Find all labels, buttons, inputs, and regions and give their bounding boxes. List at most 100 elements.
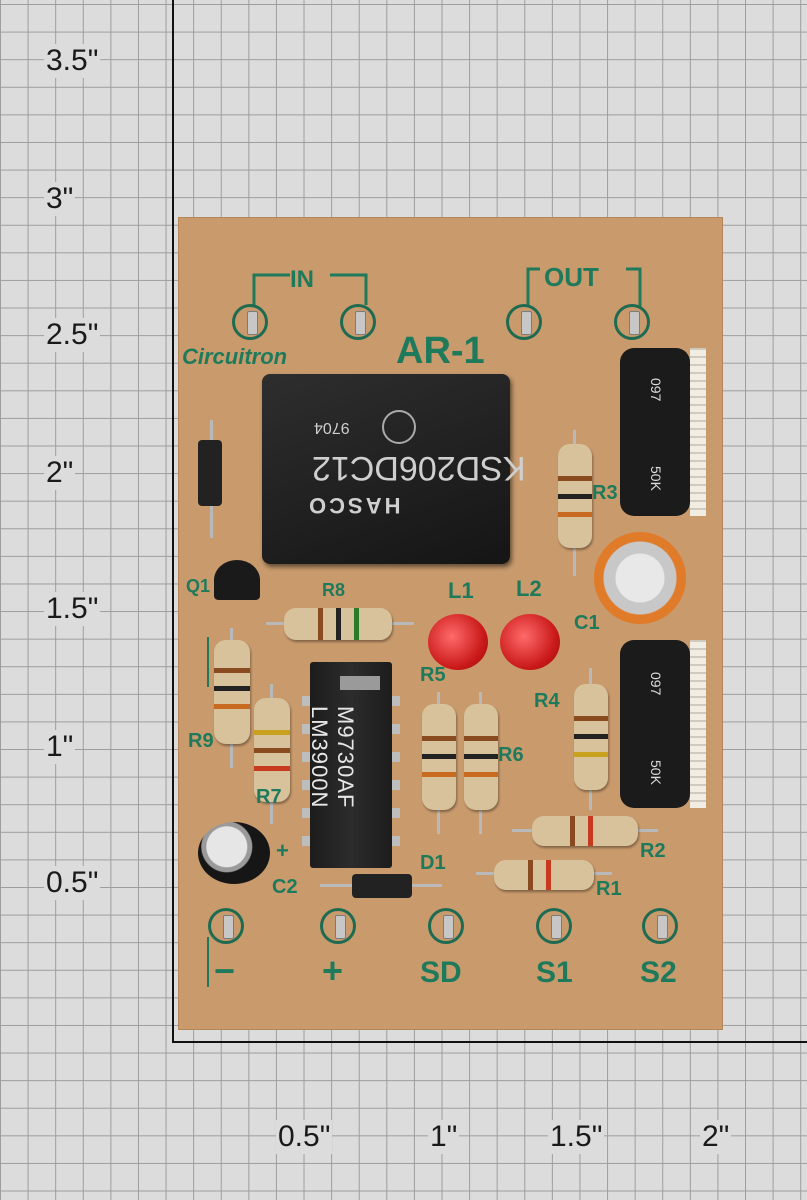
silk-c2: C2 xyxy=(272,876,298,898)
terminal-pad-in-2 xyxy=(340,304,376,340)
trimpot-top-wheel xyxy=(690,348,706,516)
diode-d1 xyxy=(352,874,412,898)
terminal-pad-out-2 xyxy=(614,304,650,340)
trimpot-top-value: 50K xyxy=(648,466,664,491)
silk-model: AR-1 xyxy=(396,330,485,372)
silk-l2: L2 xyxy=(516,576,542,601)
r2-band-2 xyxy=(588,816,593,846)
silk-terminal-sd: SD xyxy=(420,956,462,989)
y-label-1: 1" xyxy=(44,730,76,764)
r3-band-2 xyxy=(558,494,592,499)
r3-band-1 xyxy=(558,476,592,481)
silkscreen-lines xyxy=(207,267,642,987)
r8-band-2 xyxy=(336,608,341,640)
ic-lm3900n: M9730AF LM3900N xyxy=(307,662,392,868)
y-label-1-5: 1.5" xyxy=(44,592,101,626)
silk-r3: R3 xyxy=(592,482,618,504)
r8-band-3 xyxy=(354,608,359,640)
terminal-pad-out-1 xyxy=(506,304,542,340)
r7-band-1 xyxy=(254,730,290,735)
r8-band-1 xyxy=(318,608,323,640)
x-label-1: 1" xyxy=(428,1120,460,1154)
x-label-0-5: 0.5" xyxy=(276,1120,333,1154)
silk-terminal-minus: − xyxy=(214,950,236,991)
r7-band-3 xyxy=(254,766,290,771)
vertical-axis-line xyxy=(172,0,174,1042)
r6-band-2 xyxy=(464,754,498,759)
ic-pin xyxy=(302,752,310,762)
trimpot-top-code: 097 xyxy=(648,378,664,402)
silk-r7: R7 xyxy=(256,786,282,808)
r1-band-2 xyxy=(546,860,551,890)
silk-l1: L1 xyxy=(448,578,474,603)
ic-pin xyxy=(302,808,310,818)
capacitor-c2 xyxy=(198,822,270,884)
relay-date-code: 9704 xyxy=(314,419,350,436)
silk-r2: R2 xyxy=(640,840,666,862)
trimpot-bottom-value: 50K xyxy=(648,760,664,785)
resistor-r1 xyxy=(494,860,594,890)
ic-logo-plate xyxy=(340,676,380,690)
silk-out-label: OUT xyxy=(544,262,599,292)
ic-pin xyxy=(302,724,310,734)
silk-r9: R9 xyxy=(188,730,214,752)
r2-band-1 xyxy=(570,816,575,846)
silk-terminal-s2: S2 xyxy=(640,956,677,989)
r5-band-3 xyxy=(422,772,456,777)
ic-line1: M9730AF xyxy=(333,706,358,809)
terminal-pad-s2 xyxy=(642,908,678,944)
silk-terminal-plus: + xyxy=(322,950,344,991)
silk-r5: R5 xyxy=(420,664,446,686)
ic-pin xyxy=(392,808,400,818)
ic-pin xyxy=(392,836,400,846)
terminal-pad-minus xyxy=(208,908,244,944)
diode-left xyxy=(198,440,222,506)
y-label-2-5: 2.5" xyxy=(44,318,101,352)
r5-band-2 xyxy=(422,754,456,759)
x-label-2: 2" xyxy=(700,1120,732,1154)
led-l1 xyxy=(428,614,488,670)
silk-q1: Q1 xyxy=(186,576,211,596)
terminal-pad-in-1 xyxy=(232,304,268,340)
capacitor-c1 xyxy=(594,532,686,624)
trimpot-top xyxy=(620,348,690,516)
silk-r1: R1 xyxy=(596,878,622,900)
r3-band-3 xyxy=(558,512,592,517)
trimpot-bottom xyxy=(620,640,690,808)
terminal-pad-s1 xyxy=(536,908,572,944)
ic-pin xyxy=(392,696,400,706)
relay-csa-mark xyxy=(382,410,416,444)
r9-band-2 xyxy=(214,686,250,691)
relay-brand: HASCO xyxy=(306,493,401,518)
horizontal-axis-line xyxy=(172,1041,807,1043)
r6-band-1 xyxy=(464,736,498,741)
silk-terminal-s1: S1 xyxy=(536,956,573,989)
y-label-3: 3" xyxy=(44,182,76,216)
silk-in-label: IN xyxy=(290,266,314,293)
silk-r8: R8 xyxy=(322,580,346,600)
ic-pin xyxy=(392,780,400,790)
y-label-2: 2" xyxy=(44,456,76,490)
silk-c1: C1 xyxy=(574,612,600,634)
silk-c2-plus: + xyxy=(276,838,289,863)
relay-part-number: KSD206DC12 xyxy=(312,449,526,487)
silk-logo: Circuitron xyxy=(182,344,288,369)
r9-band-1 xyxy=(214,668,250,673)
r4-band-3 xyxy=(574,752,608,757)
trimpot-bottom-wheel xyxy=(690,640,706,808)
ic-pin xyxy=(302,696,310,706)
transistor-q1 xyxy=(214,560,260,600)
r9-band-3 xyxy=(214,704,250,709)
r4-band-1 xyxy=(574,716,608,721)
r6-band-3 xyxy=(464,772,498,777)
y-label-3-5: 3.5" xyxy=(44,44,101,78)
x-label-1-5: 1.5" xyxy=(548,1120,605,1154)
r4-band-2 xyxy=(574,734,608,739)
resistor-r2 xyxy=(532,816,638,846)
ic-pin xyxy=(302,780,310,790)
silk-r4: R4 xyxy=(534,690,560,712)
trimpot-bottom-code: 097 xyxy=(648,672,664,696)
silk-d1: D1 xyxy=(420,852,446,874)
r7-band-2 xyxy=(254,748,290,753)
ic-pin xyxy=(302,836,310,846)
